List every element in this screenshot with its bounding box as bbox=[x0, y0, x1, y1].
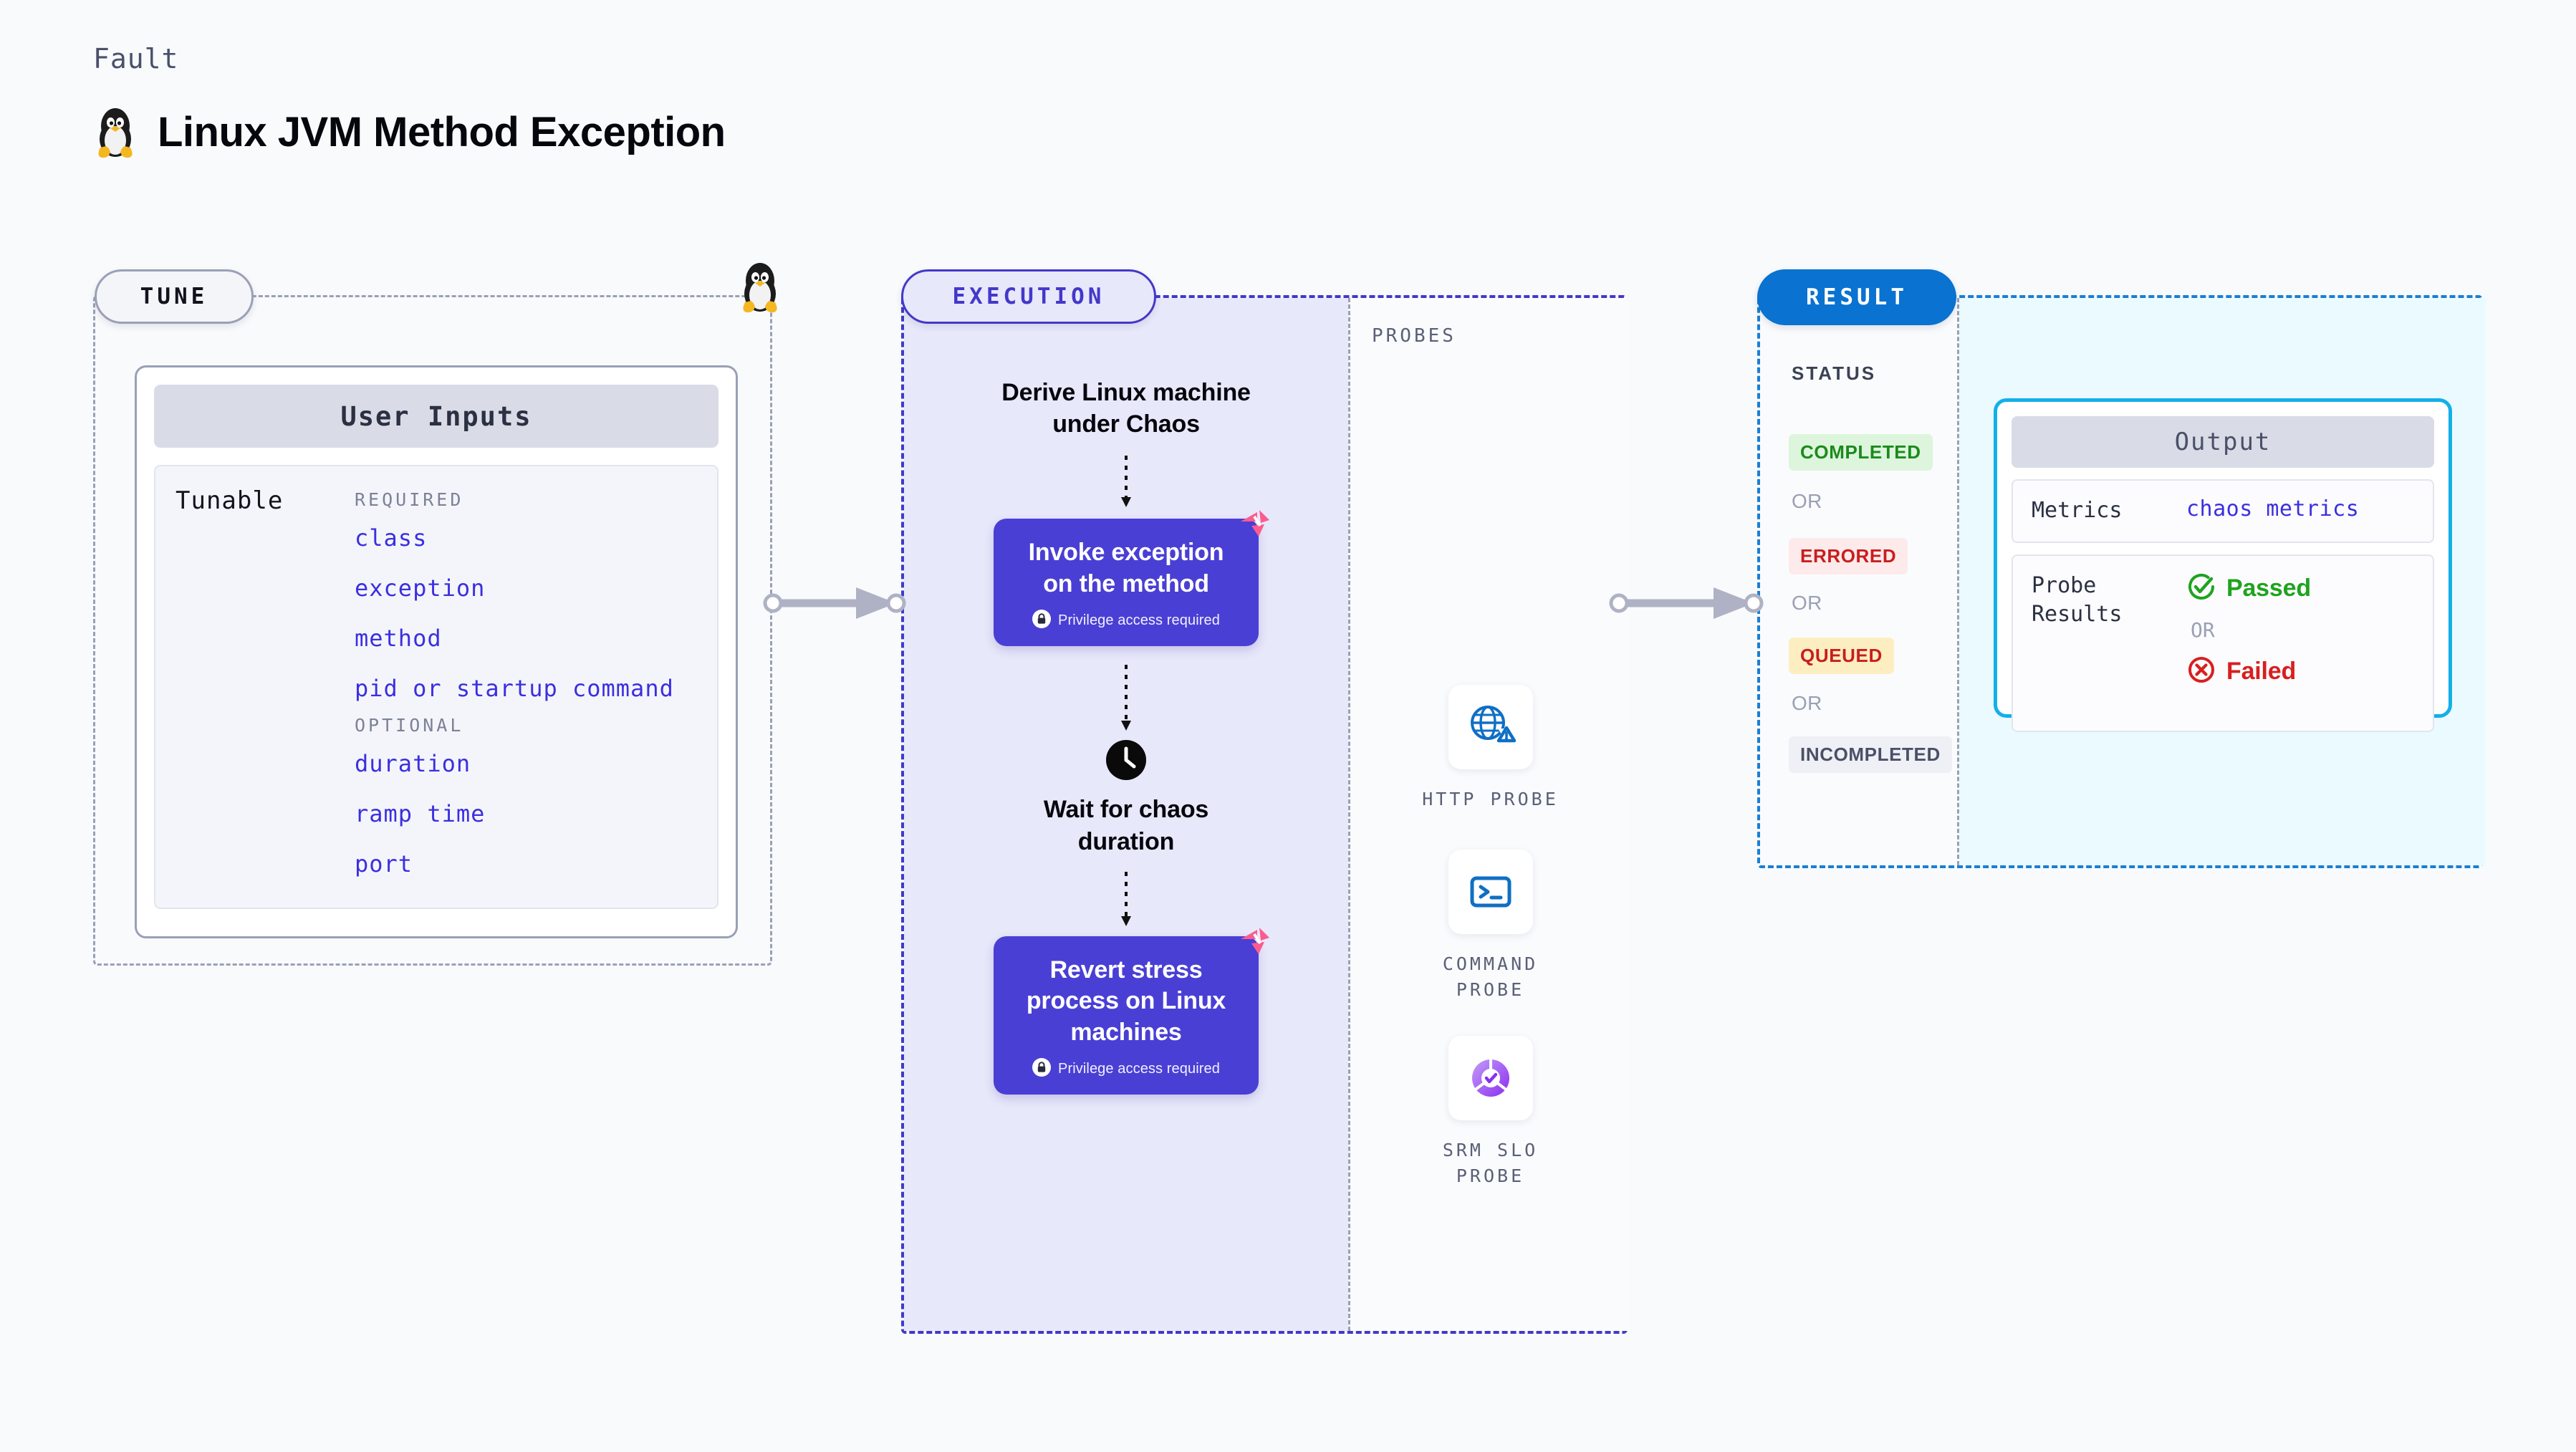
tune-section bbox=[93, 295, 772, 966]
fault-kicker: Fault bbox=[93, 43, 179, 74]
status-or-2: OR bbox=[1792, 692, 1822, 714]
tunable-required-1: exception bbox=[355, 574, 486, 602]
status-column: STATUS COMPLETED OR ERRORED OR QUEUED OR… bbox=[1760, 298, 1959, 865]
optional-heading: OPTIONAL bbox=[355, 715, 464, 736]
tune-pill-label: TUNE bbox=[95, 269, 254, 324]
required-heading: REQUIRED bbox=[355, 489, 464, 510]
user-inputs-title: User Inputs bbox=[154, 385, 719, 448]
x-circle-icon bbox=[2186, 655, 2216, 688]
exec-step-3-box[interactable]: Revert stress process on Linux machines … bbox=[994, 927, 1269, 1095]
status-or-0: OR bbox=[1792, 490, 1822, 512]
terminal-icon bbox=[1448, 850, 1533, 934]
status-badge-queued: QUEUED bbox=[1789, 638, 1894, 674]
privilege-row-3: Privilege access required bbox=[1018, 1058, 1234, 1080]
output-probe-results-key: Probe Results bbox=[2032, 572, 2123, 628]
user-inputs-card: User Inputs Tunable REQUIRED class excep… bbox=[135, 365, 738, 938]
output-metrics-key: Metrics bbox=[2032, 498, 2123, 523]
page-title: Linux JVM Method Exception bbox=[158, 108, 726, 155]
execution-probes-group: Derive Linux machine under Chaos Invo bbox=[901, 295, 1630, 1334]
page-header: Fault Linux JVM Method Exception bbox=[93, 43, 726, 159]
connector-tune-to-execution bbox=[763, 582, 906, 628]
probes-heading: PROBES bbox=[1372, 325, 1456, 347]
verdict-passed-label: Passed bbox=[2226, 574, 2311, 602]
probe-label-http: HTTP PROBE bbox=[1422, 789, 1559, 809]
exec-step-0-label: Derive Linux machine under Chaos bbox=[1001, 379, 1251, 438]
lock-icon bbox=[1032, 610, 1052, 632]
tunable-optional-2: port bbox=[355, 850, 413, 878]
result-pill-label: RESULT bbox=[1757, 269, 1956, 325]
tunable-required-3: pid or startup command bbox=[355, 675, 674, 702]
tunable-optional-1: ramp time bbox=[355, 800, 486, 827]
probes-column: PROBES HTTP PROBE bbox=[1348, 298, 1630, 1331]
title-row: Linux JVM Method Exception bbox=[93, 105, 726, 159]
output-title: Output bbox=[2012, 416, 2434, 468]
execution-pill-label: EXECUTION bbox=[901, 269, 1156, 324]
result-section: STATUS COMPLETED OR ERRORED OR QUEUED OR… bbox=[1757, 295, 2486, 868]
slo-donut-check-icon bbox=[1448, 1036, 1533, 1120]
privilege-text-1: Privilege access required bbox=[1058, 612, 1220, 629]
tunable-panel: Tunable REQUIRED class exception method … bbox=[154, 465, 719, 909]
tunable-optional-0: duration bbox=[355, 750, 471, 777]
probe-label-command: COMMAND PROBE bbox=[1442, 953, 1539, 1001]
verdict-passed: Passed bbox=[2186, 572, 2311, 605]
chaos-ribbon-icon bbox=[1236, 504, 1274, 547]
output-column: Output Metrics chaos metrics Probe Resul… bbox=[1959, 298, 2486, 865]
tunable-label: Tunable bbox=[176, 486, 284, 515]
verdict-failed: Failed bbox=[2186, 655, 2311, 688]
dotted-arrow-icon bbox=[1119, 456, 1133, 510]
verdict-or: OR bbox=[2191, 617, 2215, 642]
probe-verdicts: Passed OR Failed bbox=[2186, 572, 2311, 688]
tunable-list: REQUIRED class exception method pid or s… bbox=[355, 486, 717, 908]
exec-step-2-label: Wait for chaos duration bbox=[1043, 796, 1209, 855]
tunable-required-2: method bbox=[355, 625, 442, 652]
status-heading: STATUS bbox=[1792, 362, 1877, 384]
clock-icon bbox=[1104, 738, 1148, 782]
linux-penguin-icon bbox=[738, 259, 782, 314]
output-probe-results-row: Probe Results Passed OR bbox=[2012, 554, 2434, 732]
globe-warning-icon bbox=[1448, 685, 1533, 769]
connector-execution-to-result bbox=[1609, 582, 1764, 628]
status-badge-errored: ERRORED bbox=[1789, 538, 1908, 574]
probe-item-command[interactable]: COMMAND PROBE bbox=[1350, 850, 1630, 1004]
probe-label-srm-slo: SRM SLO PROBE bbox=[1442, 1140, 1539, 1187]
status-badge-incompleted: INCOMPLETED bbox=[1789, 736, 1952, 773]
dotted-arrow-icon bbox=[1119, 871, 1133, 929]
output-metrics-value[interactable]: chaos metrics bbox=[2186, 496, 2360, 521]
exec-step-3-label: Revert stress process on Linux machines bbox=[1026, 956, 1226, 1046]
exec-step-1-box[interactable]: Invoke exception on the method Privilege… bbox=[994, 510, 1269, 647]
dotted-arrow-icon bbox=[1119, 665, 1133, 734]
privilege-text-3: Privilege access required bbox=[1058, 1061, 1220, 1077]
output-card: Output Metrics chaos metrics Probe Resul… bbox=[1994, 398, 2452, 732]
tunable-required-0: class bbox=[355, 524, 428, 552]
output-metrics-row: Metrics chaos metrics bbox=[2012, 479, 2434, 543]
check-circle-icon bbox=[2186, 572, 2216, 605]
execution-flow: Derive Linux machine under Chaos Invo bbox=[904, 298, 1348, 1331]
lock-icon bbox=[1032, 1058, 1052, 1080]
status-or-1: OR bbox=[1792, 592, 1822, 614]
verdict-failed-label: Failed bbox=[2226, 657, 2297, 685]
execution-column: Derive Linux machine under Chaos Invo bbox=[904, 298, 1348, 1331]
probe-item-http[interactable]: HTTP PROBE bbox=[1350, 685, 1630, 812]
status-badge-completed: COMPLETED bbox=[1789, 434, 1933, 471]
privilege-row-1: Privilege access required bbox=[1018, 610, 1234, 632]
chaos-ribbon-icon bbox=[1236, 922, 1274, 964]
linux-penguin-icon bbox=[93, 105, 138, 159]
exec-step-1-label: Invoke exception on the method bbox=[1028, 539, 1224, 597]
probe-item-srm-slo[interactable]: SRM SLO PROBE bbox=[1350, 1036, 1630, 1190]
